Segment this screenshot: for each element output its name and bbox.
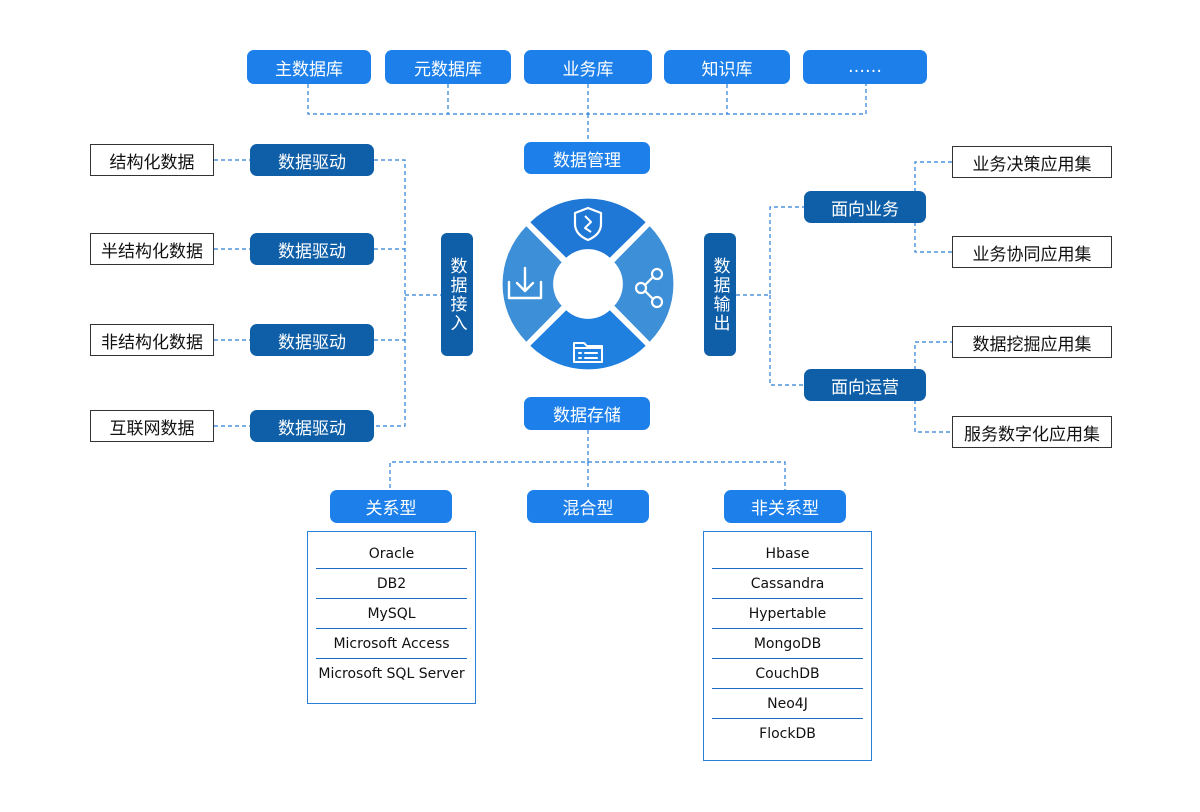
repo-metadata-database: 元数据库 bbox=[385, 50, 511, 84]
shield-icon bbox=[573, 206, 603, 242]
source-structured-data: 结构化数据 bbox=[90, 144, 214, 176]
storage-nonrelational: 非关系型 bbox=[724, 490, 846, 523]
storage-relational: 关系型 bbox=[330, 490, 452, 523]
app-business-collaboration: 业务协同应用集 bbox=[952, 236, 1112, 268]
storage-hybrid: 混合型 bbox=[527, 490, 649, 523]
list-item: MongoDB bbox=[712, 629, 863, 659]
data-driver-2: 数据驱动 bbox=[250, 233, 374, 265]
nonrelational-db-list: Hbase Cassandra Hypertable MongoDB Couch… bbox=[703, 531, 872, 761]
ring-segment-bottom bbox=[530, 310, 646, 370]
data-storage-label: 数据存储 bbox=[524, 397, 650, 430]
source-unstructured-data: 非结构化数据 bbox=[90, 324, 214, 356]
repo-more: …… bbox=[803, 50, 927, 84]
list-item: DB2 bbox=[316, 569, 467, 599]
app-business-decision: 业务决策应用集 bbox=[952, 146, 1112, 178]
app-data-mining: 数据挖掘应用集 bbox=[952, 326, 1112, 358]
output-operations: 面向运营 bbox=[804, 369, 926, 401]
list-item: Oracle bbox=[316, 539, 467, 569]
data-ingest-label: 数据接入 bbox=[441, 233, 473, 356]
share-icon bbox=[634, 267, 664, 309]
output-business: 面向业务 bbox=[804, 191, 926, 223]
app-service-digitalization: 服务数字化应用集 bbox=[952, 416, 1112, 448]
relational-db-list: Oracle DB2 MySQL Microsoft Access Micros… bbox=[307, 531, 476, 704]
data-driver-4: 数据驱动 bbox=[250, 410, 374, 442]
list-item: Neo4J bbox=[712, 689, 863, 719]
repo-knowledge-base: 知识库 bbox=[664, 50, 790, 84]
list-item: Hbase bbox=[712, 539, 863, 569]
download-icon bbox=[507, 266, 543, 300]
repo-main-database: 主数据库 bbox=[247, 50, 371, 84]
data-management-label: 数据管理 bbox=[524, 142, 650, 174]
list-item: CouchDB bbox=[712, 659, 863, 689]
list-item: Hypertable bbox=[712, 599, 863, 629]
list-item: FlockDB bbox=[759, 726, 816, 742]
data-driver-3: 数据驱动 bbox=[250, 324, 374, 356]
list-item: Cassandra bbox=[712, 569, 863, 599]
list-item: Microsoft Access bbox=[316, 629, 467, 659]
source-semi-structured-data: 半结构化数据 bbox=[90, 233, 214, 265]
data-output-label: 数据输出 bbox=[704, 233, 736, 356]
data-driver-1: 数据驱动 bbox=[250, 144, 374, 176]
list-item: Microsoft SQL Server bbox=[318, 666, 465, 682]
folder-list-icon bbox=[573, 342, 603, 363]
repo-business-database: 业务库 bbox=[524, 50, 652, 84]
list-item: MySQL bbox=[316, 599, 467, 629]
ring-segment-top bbox=[530, 198, 646, 258]
source-internet-data: 互联网数据 bbox=[90, 410, 214, 442]
